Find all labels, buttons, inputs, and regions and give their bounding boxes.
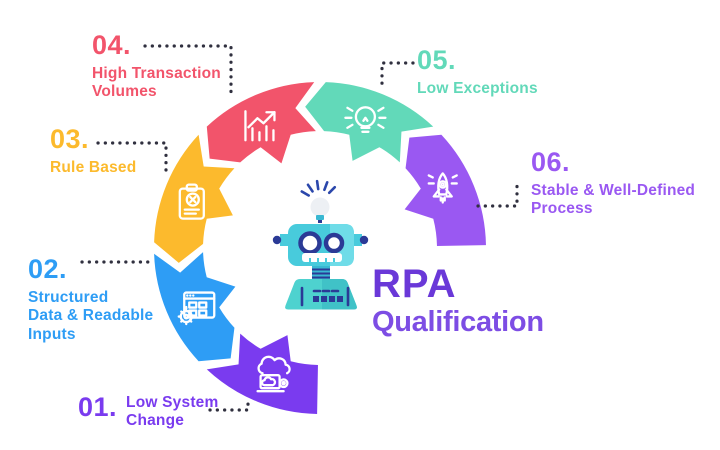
step-02-text: Structured Data & Readable Inputs bbox=[28, 289, 154, 343]
step-06-label: 06. Stable & Well-Defined Process bbox=[531, 149, 695, 219]
rocket-icon bbox=[427, 172, 458, 204]
step-05-text: Low Exceptions bbox=[417, 80, 538, 97]
step-01-text: Low System Change bbox=[126, 394, 219, 430]
title-secondary: Qualification bbox=[372, 306, 544, 338]
step-04-text: High Transaction Volumes bbox=[92, 65, 221, 101]
growth-chart-icon bbox=[244, 110, 276, 142]
light-bulb-icon bbox=[344, 106, 387, 133]
idea-rays bbox=[300, 179, 337, 197]
step-04-number: 04. bbox=[92, 30, 132, 60]
step-06-text: Stable & Well-Defined Process bbox=[531, 182, 696, 218]
robot-neck bbox=[312, 266, 330, 279]
step-02-label: 02. Structured Data & Readable Inputs bbox=[28, 256, 153, 344]
title-primary: RPA bbox=[372, 262, 457, 306]
connector-04 bbox=[143, 44, 233, 99]
step-01-label: 01. Low System Change bbox=[78, 394, 219, 431]
step-01-number: 01. bbox=[78, 392, 118, 422]
segment-05 bbox=[305, 82, 434, 163]
connector-01 bbox=[208, 397, 250, 412]
step-06-number: 06. bbox=[531, 147, 571, 177]
window-gear-icon bbox=[177, 291, 216, 326]
clipboard-icon bbox=[178, 183, 205, 220]
step-05-number: 05. bbox=[417, 45, 457, 75]
dotted-connectors bbox=[80, 44, 519, 412]
step-02-number: 02. bbox=[28, 254, 68, 284]
robot-head bbox=[272, 224, 369, 266]
step-04-label: 04. High Transaction Volumes bbox=[92, 32, 221, 102]
connector-05 bbox=[380, 61, 415, 92]
main-title: RPA Qualification bbox=[372, 264, 544, 337]
segment-icons bbox=[177, 106, 458, 393]
step-03-label: 03. Rule Based bbox=[50, 126, 136, 177]
robot-body bbox=[285, 279, 357, 310]
segment-06 bbox=[404, 134, 486, 246]
step-05-label: 05. Low Exceptions bbox=[417, 47, 538, 98]
step-03-number: 03. bbox=[50, 124, 90, 154]
robot-icon bbox=[272, 179, 369, 310]
cloud-laptop-icon bbox=[256, 355, 291, 393]
connector-06 bbox=[476, 179, 519, 208]
connector-03 bbox=[96, 141, 168, 173]
step-03-text: Rule Based bbox=[50, 159, 137, 176]
light-bulb-head-icon bbox=[310, 197, 330, 223]
